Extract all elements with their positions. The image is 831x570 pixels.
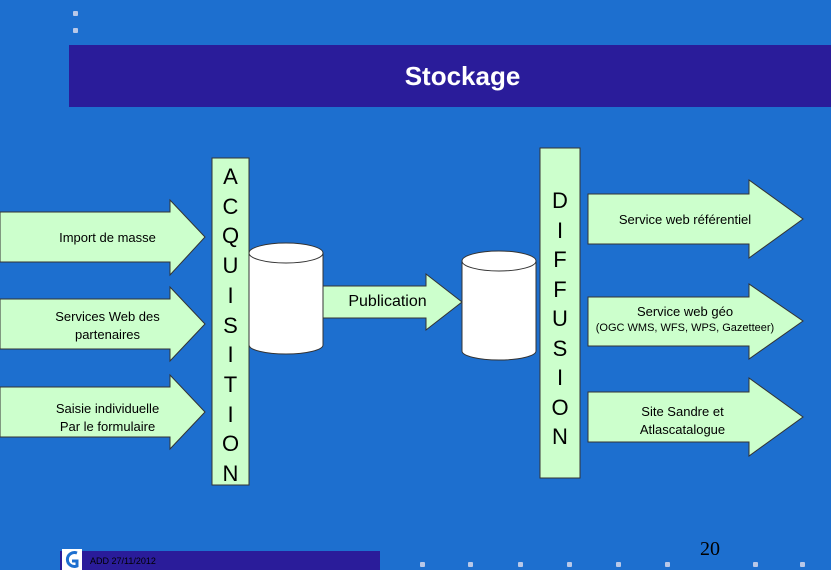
output-arrow-referentiel (587, 179, 804, 259)
input-label-line: Par le formulaire (59, 419, 156, 434)
database-cylinder-diffusion (461, 250, 537, 361)
acquisition-letter: O (221, 431, 240, 457)
acquisition-letter: I (227, 282, 234, 308)
bullet-dot (616, 562, 621, 567)
footer-date: ADD 27/11/2012 (90, 556, 156, 566)
acquisition-letter: U (222, 253, 239, 279)
title-band (69, 45, 831, 107)
diffusion-box (539, 147, 581, 479)
diffusion-letter: I (556, 365, 564, 390)
input-label-saisie: Saisie individuelle Par le formulaire (40, 400, 175, 436)
acquisition-letter: N (222, 461, 239, 487)
bullet-dot (800, 562, 805, 567)
publication-arrow (322, 272, 463, 332)
diffusion-letter: F (553, 247, 567, 272)
acquisition-letter: T (223, 371, 238, 397)
bullet-dot (420, 562, 425, 567)
diffusion-letter: U (552, 306, 568, 331)
publication-label: Publication (348, 293, 427, 310)
input-arrow-import (0, 198, 206, 277)
output-label-referentiel: Service web référentiel (595, 211, 775, 229)
input-arrow-services (0, 285, 206, 363)
acquisition-letter: S (223, 312, 238, 338)
bullet-dot (73, 28, 78, 33)
output-label-geo: Service web géo (OGC WMS, WFS, WPS, Gaze… (580, 303, 790, 335)
logo-icon (62, 549, 82, 570)
input-arrow-saisie (0, 373, 206, 451)
output-label-line: Site Sandre et (641, 404, 724, 419)
acquisition-letter: A (223, 164, 238, 189)
input-label-line: partenaires (74, 327, 141, 342)
diffusion-letter: S (552, 335, 568, 361)
output-label-line: Service web référentiel (618, 212, 752, 227)
diffusion-letter: D (552, 188, 568, 213)
diffusion-letter: F (553, 276, 567, 302)
bullet-dot (567, 562, 572, 567)
database-cylinder-acquisition (248, 242, 324, 355)
acquisition-box (211, 157, 250, 486)
bullet-dot (753, 562, 758, 567)
bullet-dot (73, 11, 78, 16)
input-label-line: Saisie individuelle (55, 401, 160, 416)
input-label-line: Services Web des (55, 309, 160, 324)
input-label-line: Import de masse (59, 230, 156, 245)
output-label-line: (OGC WMS, WFS, WPS, Gazetteer) (595, 322, 775, 334)
output-arrow-geo (587, 283, 804, 360)
output-label-site: Site Sandre et Atlascatalogue (595, 403, 770, 439)
diffusion-letter: O (551, 394, 569, 420)
bullet-dot (665, 562, 670, 567)
diffusion-letter: I (556, 217, 564, 243)
diffusion-label: D I F F U S I O N (540, 186, 580, 452)
acquisition-letter: C (222, 193, 239, 219)
input-label-import: Import de masse (40, 229, 175, 247)
input-label-services: Services Web des partenaires (40, 308, 175, 344)
acquisition-letter: I (227, 342, 234, 368)
bullet-dot (468, 562, 473, 567)
footer-bar (60, 551, 380, 570)
bullet-dot (518, 562, 523, 567)
acquisition-letter: Q (221, 223, 240, 249)
page-number: 20 (700, 538, 720, 560)
diffusion-letter: N (552, 424, 568, 449)
output-label-line: Atlascatalogue (639, 422, 726, 437)
slide-title: Stockage (404, 61, 521, 91)
output-label-line: Service web géo (636, 304, 734, 319)
output-arrow-site (587, 377, 804, 457)
acquisition-letter: I (227, 401, 234, 427)
acquisition-label: A C Q U I S I T I O N (212, 162, 249, 489)
